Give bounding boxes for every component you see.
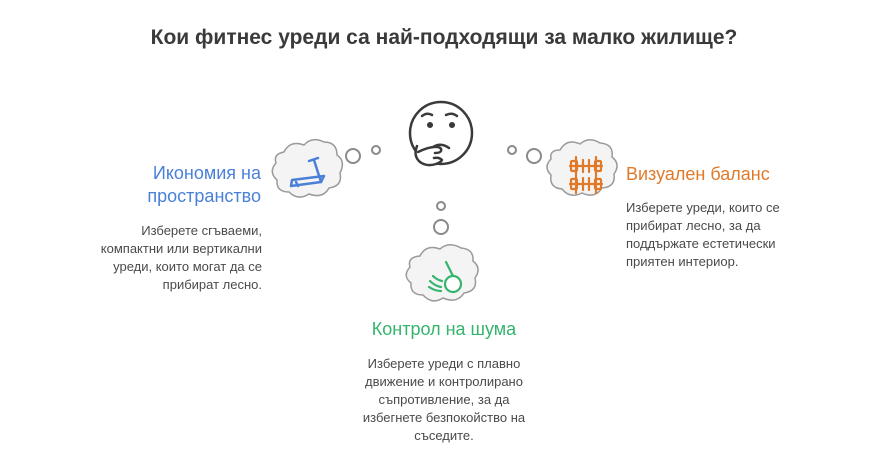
cloud-shape <box>271 138 344 198</box>
barbell-rack-icon <box>568 155 604 195</box>
noise-control-heading: Контрол на шума <box>371 319 517 339</box>
connector-dot <box>371 145 381 155</box>
page-title: Кои фитнес уреди са най-подходящи за мал… <box>150 26 738 49</box>
thinking-face-icon <box>408 100 474 167</box>
connector-dot <box>507 145 517 155</box>
connector-dot <box>436 201 446 211</box>
cloud-shape <box>405 244 479 302</box>
space-saving-description: Изберете сгъваеми, компактни или вертика… <box>100 223 262 292</box>
visual-balance-description: Изберете уреди, които се прибират лесно,… <box>626 200 780 269</box>
connector-dot <box>345 148 361 164</box>
space-saving-heading: Икономия на пространство <box>147 163 261 206</box>
noise-control-description: Изберете уреди с плавно движение и контр… <box>362 356 526 443</box>
visual-balance-heading: Визуален баланс <box>626 164 770 184</box>
connector-dot <box>526 148 542 164</box>
kettlebell-swing-icon <box>427 260 463 294</box>
treadmill-icon <box>289 156 326 188</box>
connector-dot <box>433 219 449 235</box>
